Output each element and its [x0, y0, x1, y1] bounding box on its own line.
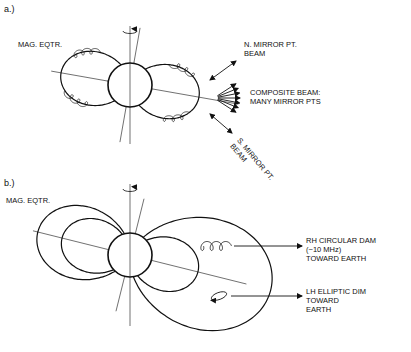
gyration-path [64, 91, 87, 107]
planet [108, 233, 152, 277]
rotation-arrow [123, 29, 137, 34]
gyration-path [74, 48, 100, 57]
planet [108, 63, 152, 107]
rotation-axis-line [130, 233, 131, 277]
panel-label: b.) [4, 178, 15, 189]
elliptic-polarization-ellipse [210, 290, 227, 302]
panel-label: a.) [4, 4, 15, 15]
field-line [133, 217, 272, 330]
annotation-label: LH ELLIPTIC DIM TOWARD EARTH [306, 287, 366, 314]
gyration-path [169, 64, 195, 77]
composite-beam-arrow [218, 93, 240, 97]
composite-beam-arrow [217, 100, 235, 112]
annotation-label: RH CIRCULAR DAM (~10 MHz) TOWARD EARTH [306, 236, 376, 263]
polarization-sense-arrow [211, 300, 215, 301]
emission-arrow [231, 296, 302, 297]
gyration-path [163, 112, 189, 122]
magnetic-equator-line [33, 231, 246, 284]
emission-arrow [234, 246, 302, 247]
composite-beam-arrow [218, 98, 240, 99]
annotation-label: COMPOSITE BEAM: MANY MIRROR PTS [250, 88, 332, 106]
annotation-label: MAG. EQTR. [6, 196, 50, 205]
circular-polarization-helix [201, 242, 232, 251]
rotation-axis-line [130, 63, 131, 107]
rotation-arrow [123, 187, 137, 192]
beam-arrow [210, 61, 236, 80]
annotation-label: S. MIRROR PT. BEAM [228, 136, 280, 194]
annotation-label: MAG. EQTR. [18, 40, 62, 49]
beam-arrow [210, 114, 232, 133]
annotation-label: N. MIRROR PT. BEAM [244, 40, 304, 58]
